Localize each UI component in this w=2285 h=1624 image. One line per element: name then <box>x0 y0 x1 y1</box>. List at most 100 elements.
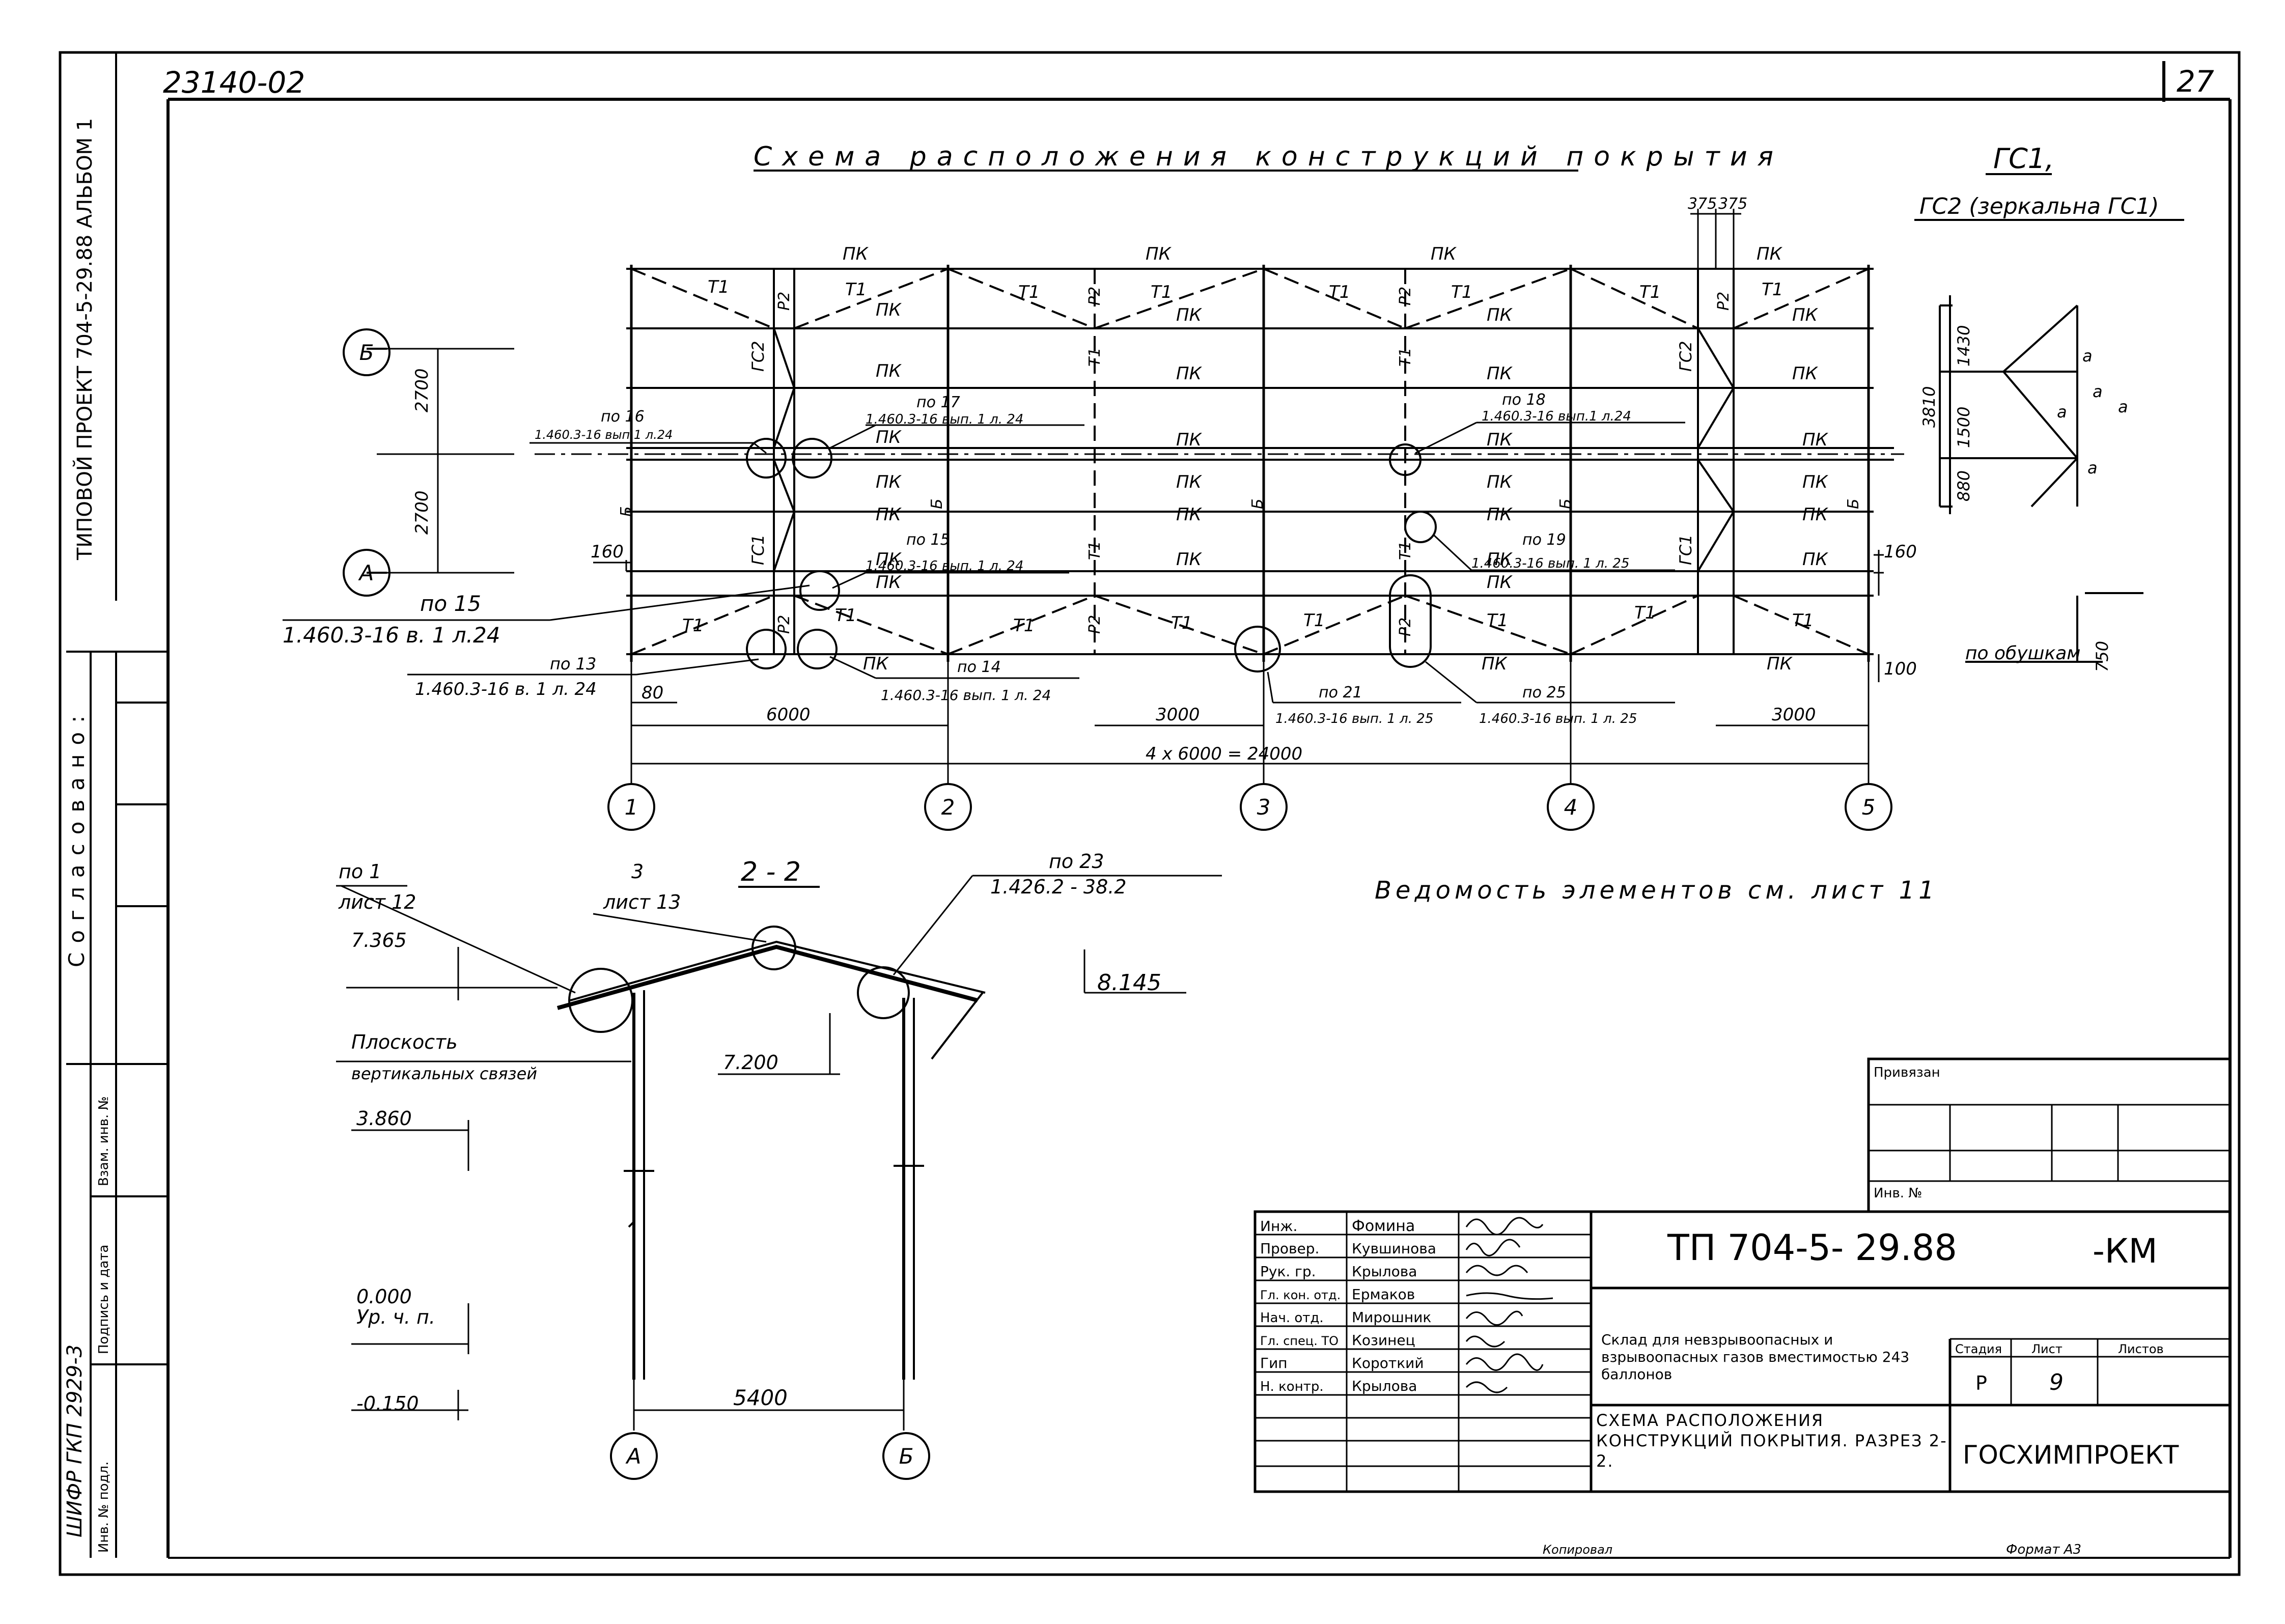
project-number: ТП 704-5- 29.88 <box>1667 1227 1957 1269</box>
pk-label: ПК <box>1482 654 1508 674</box>
side-project-text: ТИПОВОЙ ПРОЕКТ 704-5-29.88 АЛЬБОМ 1 <box>72 118 97 561</box>
gc-dim-1500: 1500 <box>1954 407 1973 448</box>
gc-web-label: а <box>2118 397 2128 416</box>
pk-label: ПК <box>876 572 902 593</box>
t1-label: Т1 <box>1792 610 1814 631</box>
copied-label: Копировал <box>1543 1543 1612 1557</box>
stamp-role: Гип <box>1260 1355 1288 1371</box>
dim-3000-a: 3000 <box>1156 705 1200 725</box>
signature-scribbles <box>1465 1217 1553 1393</box>
gc-title-1: ГС1, <box>1993 143 2054 175</box>
stamp-name: Короткий <box>1352 1355 1424 1371</box>
bracing-gc-right <box>1697 269 1735 654</box>
section-axis-a: А <box>625 1444 642 1469</box>
pk-label: ПК <box>1487 472 1513 492</box>
callout-15: по 15 <box>420 591 481 616</box>
p2-label: Р2 <box>1715 292 1733 311</box>
project-mark: -КМ <box>2093 1231 2158 1271</box>
node-callout-circles <box>746 438 1437 673</box>
axis-a-label: А <box>358 561 374 585</box>
gc1-label: ГС1 <box>748 534 768 565</box>
b-label: Б <box>1249 498 1267 509</box>
b-label: Б <box>1845 498 1862 509</box>
plan-dimensions <box>377 209 1884 784</box>
truss-lines <box>630 265 1870 662</box>
section-axis-bubbles <box>610 1432 930 1480</box>
format-label: Формат А3 <box>2006 1542 2081 1557</box>
dim-total: 4 x 6000 = 24000 <box>1146 744 1302 764</box>
p2-label: Р2 <box>1086 615 1104 634</box>
section-span: 5400 <box>733 1385 788 1410</box>
callout-19-ref: 1.460.3-16 вып. 1 л. 25 <box>1471 556 1629 571</box>
plane-label-1: Плоскость <box>351 1031 458 1053</box>
section-callout-1-ref: лист 12 <box>338 891 416 913</box>
axis-3-label: 3 <box>1257 795 1271 820</box>
pk-label: ПК <box>876 427 902 447</box>
level-7365: 7.365 <box>351 929 407 951</box>
gc1-label: ГС1 <box>1676 534 1695 565</box>
section-callout-3-ref: лист 13 <box>603 891 681 913</box>
p2-label: Р2 <box>1086 287 1104 305</box>
stamp-name: Мирошник <box>1352 1309 1431 1326</box>
callout-18: по 18 <box>1502 391 1546 409</box>
section-callout-23: по 23 <box>1049 850 1104 873</box>
gc-title-2: ГС2 (зеркальна ГС1) <box>1919 193 2159 219</box>
pk-label: ПК <box>876 472 902 492</box>
pk-label: ПК <box>1431 244 1457 264</box>
p2-label: Р2 <box>775 615 793 634</box>
pk-label: ПК <box>1146 244 1172 264</box>
t1-label: Т1 <box>835 605 856 626</box>
pk-label: ПК <box>1176 363 1203 384</box>
gc-web-label: а <box>2082 346 2093 366</box>
dim-3000-b: 3000 <box>1772 705 1816 725</box>
dim-375-b: 375 <box>1718 195 1747 213</box>
inv-label: Инв. № <box>1874 1186 1922 1201</box>
title-block <box>1253 1057 2232 1493</box>
dim-375-a: 375 <box>1688 195 1717 213</box>
stamp-role: Гл. спец. ТО <box>1260 1334 1339 1348</box>
section-axis-b: Б <box>899 1444 914 1469</box>
gc-obushkam-dim: 750 <box>2093 641 2112 672</box>
list-header: Лист <box>2031 1342 2063 1356</box>
plane-label-2: вертикальных связей <box>351 1064 537 1083</box>
callout-13: по 13 <box>550 654 596 674</box>
gc-web-label: а <box>2057 402 2067 422</box>
gc-detail-text: 1430 1500 880 3810 а а а а а по обушкам … <box>1919 325 2128 672</box>
t1-label: Т1 <box>1171 613 1192 633</box>
stamp-role: Инж. <box>1260 1218 1297 1235</box>
gc-dim-total: 3810 <box>1919 386 1939 428</box>
stadiya-value: Р <box>1975 1372 1987 1394</box>
section-2-2 <box>336 875 1222 1431</box>
pk-label: ПК <box>1487 549 1513 570</box>
stamp-role: Гл. кон. отд. <box>1260 1288 1341 1302</box>
pk-label: ПК <box>1176 305 1203 325</box>
dim-2700-a: 2700 <box>412 368 432 412</box>
gc-dim-1430: 1430 <box>1954 325 1973 367</box>
plan-callouts: по 16 1.460.3-16 вып.1 л.24 по 17 1.460.… <box>283 391 1685 726</box>
t1-label: Т1 <box>1397 348 1414 367</box>
callout-15-right: по 15 <box>906 531 950 549</box>
callout-leaders <box>283 422 1685 704</box>
callout-16: по 16 <box>601 408 645 426</box>
pk-label: ПК <box>843 244 869 264</box>
callout-21-ref: 1.460.3-16 вып. 1 л. 25 <box>1275 711 1433 726</box>
pk-label: ПК <box>1802 472 1829 492</box>
roof-plan <box>535 265 1904 673</box>
callout-14-ref: 1.460.3-16 вып. 1 л. 24 <box>881 687 1051 704</box>
t1-label: Т1 <box>1634 603 1656 623</box>
t1-label: Т1 <box>1397 541 1414 560</box>
gc2-label: ГС2 <box>748 341 768 372</box>
dim-100: 100 <box>1884 659 1917 679</box>
approval-label: Согласовано: <box>64 707 89 967</box>
t1-label: Т1 <box>682 615 704 636</box>
plan-title: Схема расположения конструкций покрытия <box>754 142 1784 172</box>
axis-1-label: 1 <box>625 795 638 820</box>
section-callout-3: 3 <box>631 860 644 883</box>
stamp-role: Нач. отд. <box>1260 1310 1324 1326</box>
callout-15-right-ref: 1.460.3-16 вып. 1 л. 24 <box>866 558 1023 574</box>
list-value: 9 <box>2049 1369 2064 1395</box>
side-cell-vzam: Взам. инв. № <box>96 1096 112 1186</box>
sheet-number: 27 <box>2177 64 2214 99</box>
pk-label: ПК <box>1176 505 1203 525</box>
callout-17-ref: 1.460.3-16 вып. 1 л. 24 <box>866 412 1023 427</box>
